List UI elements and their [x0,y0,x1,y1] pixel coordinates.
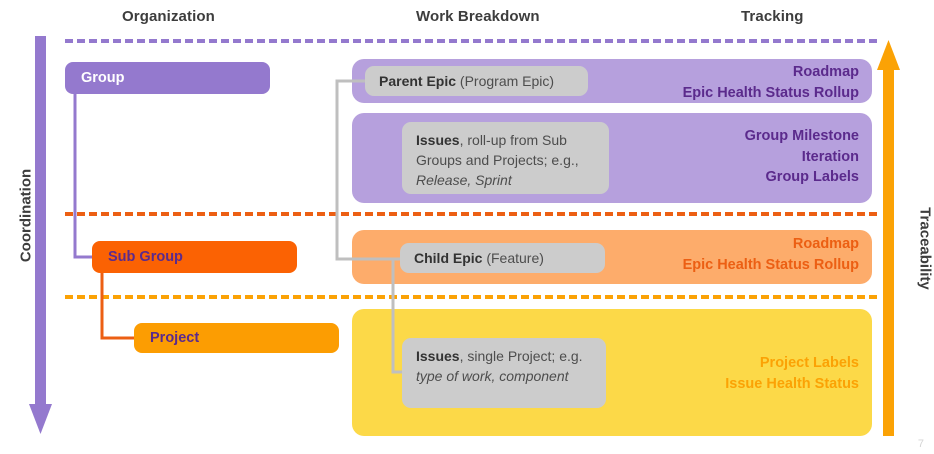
tracking-subgroup-epic: Roadmap Epic Health Status Rollup [682,236,859,273]
work-card-project-issues-title: Issues [416,348,460,364]
tracking-group-issues: Group Milestone Iteration Group Labels [744,128,859,186]
work-card-parent-epic-title: Parent Epic [379,73,457,89]
column-header-organization: Organization [122,8,215,25]
work-card-project-issues-emphasis: type of work, component [416,367,569,384]
work-card-parent-epic[interactable]: Parent Epic (Program Epic) [365,66,588,96]
work-card-group-issues[interactable]: Issues, roll-up from Sub Groups and Proj… [402,122,609,194]
work-card-child-epic-detail: (Feature) [482,250,544,266]
org-pill-project[interactable]: Project [134,323,339,353]
work-card-child-epic-title: Child Epic [414,250,483,266]
org-pill-group[interactable]: Group [65,62,270,94]
tracking-group-epic: Roadmap Epic Health Status Rollup [682,64,859,101]
tier-divider-project [65,295,877,299]
work-card-group-issues-emphasis: Release, Sprint [416,171,512,188]
tier-divider-group [65,39,877,43]
work-card-group-issues-detail: , roll-up from Sub Groups and Projects; … [416,132,579,168]
work-card-project-issues-detail: , single Project; e.g. [459,348,583,364]
column-header-tracking: Tracking [741,8,804,25]
tier-divider-subgroup [65,212,877,216]
traceability-arrow-icon [877,40,900,436]
work-card-child-epic[interactable]: Child Epic (Feature) [400,243,605,273]
work-card-group-issues-title: Issues [416,132,460,148]
org-pill-group-label: Group [81,70,125,86]
org-pill-sub-group-label: Sub Group [108,249,183,265]
work-card-project-issues[interactable]: Issues, single Project; e.g. type of wor… [402,338,606,408]
org-pill-project-label: Project [150,330,200,346]
organization-hierarchy-connectors [73,94,134,340]
tracking-project-issues: Project Labels Issue Health Status [725,355,859,392]
coordination-arrow-icon [29,36,52,434]
work-card-parent-epic-detail: (Program Epic) [456,73,555,89]
page-number: 7 [917,438,924,450]
org-pill-sub-group[interactable]: Sub Group [92,241,297,273]
column-header-work-breakdown: Work Breakdown [416,8,540,25]
